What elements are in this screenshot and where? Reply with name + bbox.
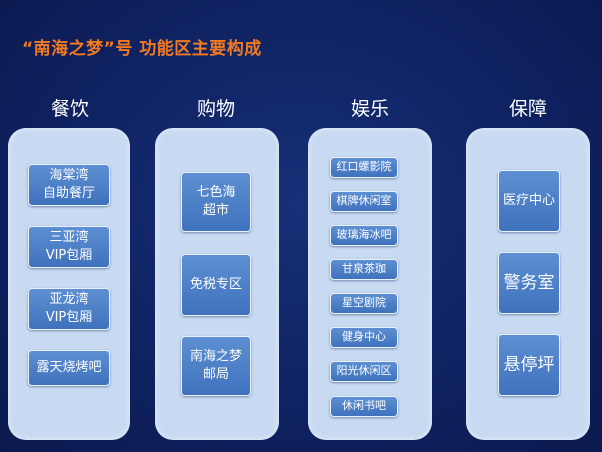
entertainment-item: 甘泉茶珈	[330, 259, 398, 280]
support-item: 警务室	[498, 252, 560, 314]
entertainment-item: 休闲书吧	[330, 396, 398, 417]
panel-dining: 海棠湾 自助餐厅 三亚湾 VIP包厢 亚龙湾 VIP包厢 露天烧烤吧	[8, 128, 130, 440]
column-header-dining: 餐饮	[50, 98, 89, 120]
column-header-support: 保障	[508, 98, 547, 120]
dining-item: 三亚湾 VIP包厢	[28, 226, 110, 268]
entertainment-item: 玻璃海冰吧	[330, 225, 398, 246]
panel-entertainment: 红口螺影院 棋牌休闲室 玻璃海冰吧 甘泉茶珈 星空剧院 健身中心 阳光休闲区 休…	[308, 128, 432, 440]
shopping-item: 免税专区	[181, 254, 251, 316]
entertainment-item: 棋牌休闲室	[330, 191, 398, 212]
panel-support: 医疗中心 警务室 悬停坪	[466, 128, 590, 440]
shopping-item: 七色海 超市	[181, 172, 251, 232]
entertainment-item: 星空剧院	[330, 293, 398, 314]
column-header-entertainment: 娱乐	[350, 98, 389, 120]
shopping-item: 南海之梦 邮局	[181, 336, 251, 396]
entertainment-item: 红口螺影院	[330, 157, 398, 178]
support-item: 悬停坪	[498, 334, 560, 396]
support-item: 医疗中心	[498, 170, 560, 232]
dining-item: 亚龙湾 VIP包厢	[28, 288, 110, 330]
entertainment-item: 健身中心	[330, 327, 398, 348]
slide-title: “南海之梦”号 功能区主要构成	[22, 39, 262, 59]
entertainment-item: 阳光休闲区	[330, 361, 398, 382]
panel-shopping: 七色海 超市 免税专区 南海之梦 邮局	[155, 128, 279, 440]
dining-item: 海棠湾 自助餐厅	[28, 164, 110, 206]
column-header-shopping: 购物	[196, 98, 235, 120]
dining-item: 露天烧烤吧	[28, 350, 110, 386]
